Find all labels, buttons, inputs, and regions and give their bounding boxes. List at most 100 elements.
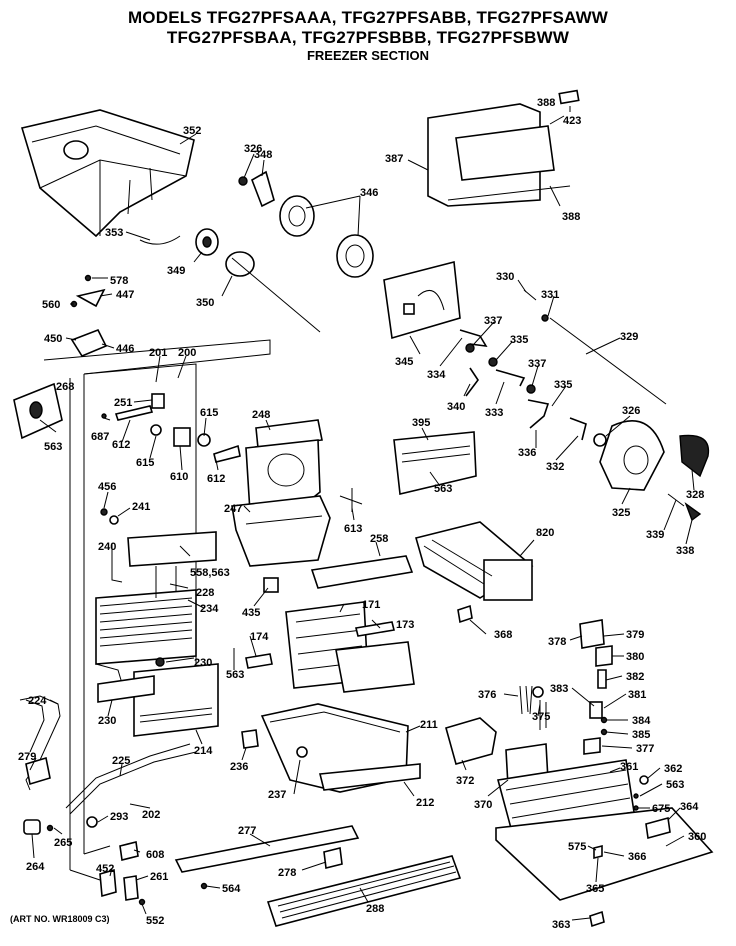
callout-212: 212 xyxy=(416,797,434,809)
callout-331: 331 xyxy=(541,289,559,301)
callout-236: 236 xyxy=(230,761,248,773)
callout-447: 447 xyxy=(116,289,134,301)
callout-261: 261 xyxy=(150,871,168,883)
callout-336: 336 xyxy=(518,447,536,459)
callout-381: 381 xyxy=(628,689,646,701)
callout-346: 346 xyxy=(360,187,378,199)
callout-200: 200 xyxy=(178,347,196,359)
callout-329: 329 xyxy=(620,331,638,343)
callout-615: 615 xyxy=(200,407,218,419)
callout-560: 560 xyxy=(42,299,60,311)
callout-558-563: 558,563 xyxy=(190,567,230,579)
callout-171: 171 xyxy=(362,599,380,611)
callout-383: 383 xyxy=(550,683,568,695)
callout-337: 337 xyxy=(528,358,546,370)
callout-608: 608 xyxy=(146,849,164,861)
callout-279: 279 xyxy=(18,751,36,763)
switch-parts xyxy=(101,393,241,463)
diffuser-part xyxy=(393,431,477,495)
auger-parts xyxy=(195,170,374,333)
callout-247: 247 xyxy=(224,503,242,515)
callout-338: 338 xyxy=(676,545,694,557)
callout-234: 234 xyxy=(200,603,219,615)
callout-293: 293 xyxy=(110,811,128,823)
callout-360: 360 xyxy=(688,831,706,843)
callout-352: 352 xyxy=(183,125,201,137)
callout-251: 251 xyxy=(114,397,132,409)
callout-278: 278 xyxy=(278,867,296,879)
callout-241: 241 xyxy=(132,501,150,513)
callout-385: 385 xyxy=(632,729,650,741)
callout-265: 265 xyxy=(54,837,72,849)
callout-214: 214 xyxy=(194,745,213,757)
callout-335: 335 xyxy=(554,379,572,391)
freezer-drawer-parts xyxy=(241,703,421,793)
callout-388: 388 xyxy=(562,211,580,223)
callout-277: 277 xyxy=(238,825,256,837)
callout-387: 387 xyxy=(385,153,403,165)
callout-228: 228 xyxy=(196,587,214,599)
callout-326: 326 xyxy=(622,405,640,417)
callout-388: 388 xyxy=(537,97,555,109)
callout-575: 575 xyxy=(568,841,586,853)
wall-bracket-part xyxy=(13,382,63,440)
callout-384: 384 xyxy=(632,715,651,727)
fan-shroud-part xyxy=(231,419,363,567)
section-title: FREEZER SECTION xyxy=(306,48,430,63)
callout-288: 288 xyxy=(366,903,384,915)
callout-563: 563 xyxy=(434,483,452,495)
callout-615: 615 xyxy=(136,457,154,469)
page-title-line-1: MODELS TFG27PFSAAA, TFG27PFSABB, TFG27PF… xyxy=(127,8,609,27)
callout-377: 377 xyxy=(636,743,654,755)
cabinet-frame xyxy=(43,339,271,881)
callout-612: 612 xyxy=(112,439,130,451)
callout-675: 675 xyxy=(652,803,670,815)
callout-353: 353 xyxy=(105,227,123,239)
callout-268: 268 xyxy=(56,381,74,393)
auger-motor-parts xyxy=(527,399,710,522)
callout-325: 325 xyxy=(612,507,630,519)
solenoid-parts xyxy=(519,619,613,755)
art-number: (ART NO. WR18009 C3) xyxy=(10,914,110,924)
callout-378: 378 xyxy=(548,636,566,648)
callout-363: 363 xyxy=(552,919,570,931)
callout-230: 230 xyxy=(194,657,212,669)
callout-labels: 352 326 348 346 387 388 423 388 353 349 … xyxy=(18,97,706,931)
callout-330: 330 xyxy=(496,271,514,283)
callout-174: 174 xyxy=(250,631,269,643)
callout-339: 339 xyxy=(646,529,664,541)
dispenser-door-part xyxy=(427,89,580,207)
motor-bracket-part xyxy=(383,260,667,405)
ice-bucket-part xyxy=(20,109,195,245)
callout-335: 335 xyxy=(510,334,528,346)
callout-264: 264 xyxy=(26,861,45,873)
shelf-parts xyxy=(245,555,415,693)
callout-372: 372 xyxy=(456,775,474,787)
callout-610: 610 xyxy=(170,471,188,483)
callout-380: 380 xyxy=(626,651,644,663)
callout-687: 687 xyxy=(91,431,109,443)
callout-612: 612 xyxy=(207,473,225,485)
callout-365: 365 xyxy=(586,883,604,895)
callout-563: 563 xyxy=(44,441,62,453)
callout-230: 230 xyxy=(98,715,116,727)
callout-423: 423 xyxy=(563,115,581,127)
callout-446: 446 xyxy=(116,343,134,355)
callout-376: 376 xyxy=(478,689,496,701)
callout-333: 333 xyxy=(485,407,503,419)
callout-201: 201 xyxy=(149,347,167,359)
callout-456: 456 xyxy=(98,481,116,493)
callout-362: 362 xyxy=(664,763,682,775)
callout-820: 820 xyxy=(536,527,554,539)
callout-578: 578 xyxy=(110,275,128,287)
callout-349: 349 xyxy=(167,265,185,277)
callout-350: 350 xyxy=(196,297,214,309)
callout-379: 379 xyxy=(626,629,644,641)
callout-450: 450 xyxy=(44,333,62,345)
callout-563: 563 xyxy=(666,779,684,791)
callout-248: 248 xyxy=(252,409,270,421)
callout-370: 370 xyxy=(474,799,492,811)
callout-328: 328 xyxy=(686,489,704,501)
callout-368: 368 xyxy=(494,629,512,641)
callout-340: 340 xyxy=(447,401,465,413)
